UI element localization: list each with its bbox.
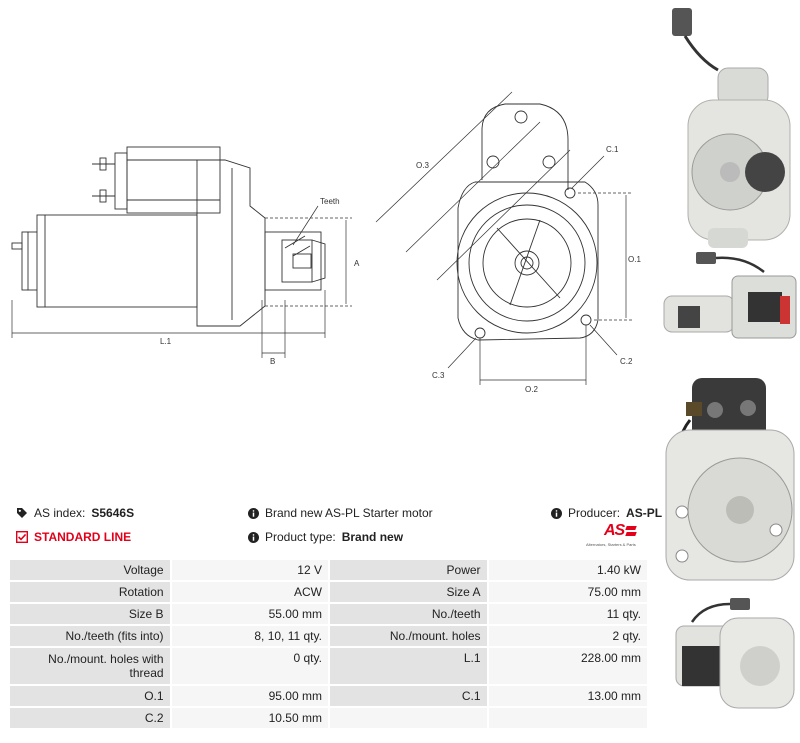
spec-table: Voltage 12 V Power 1.40 kW Rotation ACW … [8,558,649,730]
spec-key [329,708,487,728]
spec-value: 0 qty. [171,648,328,684]
spec-key: Power [329,560,487,580]
as-index-value: S5646S [91,506,135,520]
table-row: C.2 10.50 mm [10,708,647,728]
spec-key: L.1 [329,648,487,684]
spec-value: 2 qty. [488,626,647,646]
spec-value: 10.50 mm [171,708,328,728]
tag-icon [17,508,27,518]
spec-value: 8, 10, 11 qty. [171,626,328,646]
spec-value: 228.00 mm [488,648,647,684]
size-b-label: B [270,357,275,366]
table-row: Size B 55.00 mm No./teeth 11 qty. [10,604,647,624]
c3-label: C.3 [432,371,445,380]
o1-label: O.1 [628,255,641,264]
c2-label: C.2 [620,357,633,366]
c1-label: C.1 [606,145,619,154]
product-photo-1 [672,8,791,248]
as-index-row: AS index: S5646S [16,506,134,520]
standard-line-row: STANDARD LINE [16,530,131,544]
product-type-label: Product type: [265,530,336,544]
info-icon [248,531,259,543]
table-row: O.1 95.00 mm C.1 13.00 mm [10,686,647,706]
spec-key: C.1 [329,686,487,706]
table-row: No./teeth (fits into) 8, 10, 11 qty. No.… [10,626,647,646]
spec-value: 12 V [171,560,328,580]
product-photo-3 [665,378,795,581]
table-row: No./mount. holes with thread 0 qty. L.1 … [10,648,647,684]
product-photo-4 [675,598,795,709]
standard-line-label: STANDARD LINE [34,530,132,544]
spec-key: Rotation [10,582,170,602]
as-pl-logo: AS Alternators, Starters & Parts [586,522,650,550]
product-photo-2 [663,252,797,339]
spec-value: 11 qty. [488,604,647,624]
spec-value: 75.00 mm [488,582,647,602]
logo-tagline: Alternators, Starters & Parts [586,542,636,547]
info-icon [248,507,259,519]
spec-key: Size B [10,604,170,624]
product-type-value: Brand new [341,530,404,544]
table-row: Voltage 12 V Power 1.40 kW [10,560,647,580]
front-view-drawing: O.3 O.1 O.2 C.1 C.2 C.3 [375,91,641,394]
spec-value: 55.00 mm [171,604,328,624]
side-view-drawing: Teeth A L.1 B [11,146,360,366]
producer-label: Producer: [568,506,621,520]
logo-text: AS [604,522,625,539]
spec-key: C.2 [10,708,170,728]
o3-label: O.3 [416,161,429,170]
o2-label: O.2 [525,385,538,394]
teeth-label: Teeth [320,197,340,206]
producer-value: AS-PL [626,506,663,520]
spec-key: No./mount. holes [329,626,487,646]
size-a-label: A [354,259,360,268]
spec-value: ACW [171,582,328,602]
producer-row: Producer: AS-PL [551,506,662,520]
spec-key: O.1 [10,686,170,706]
spec-key: Voltage [10,560,170,580]
spec-key: No./teeth [329,604,487,624]
checkbox-icon [16,531,28,543]
spec-key: Size A [329,582,487,602]
description-row: Brand new AS-PL Starter motor [248,506,433,520]
spec-key: No./teeth (fits into) [10,626,170,646]
spec-value: 1.40 kW [488,560,647,580]
spec-key: No./mount. holes with thread [10,648,170,684]
product-type-row: Product type: Brand new [248,530,403,544]
spec-value: 95.00 mm [171,686,328,706]
table-row: Rotation ACW Size A 75.00 mm [10,582,647,602]
spec-value [488,708,647,728]
spec-value: 13.00 mm [488,686,647,706]
l1-label: L.1 [160,337,172,346]
product-photos [663,8,797,709]
info-icon [551,507,562,519]
as-index-label: AS index: [34,506,86,520]
description-text: Brand new AS-PL Starter motor [265,506,433,520]
